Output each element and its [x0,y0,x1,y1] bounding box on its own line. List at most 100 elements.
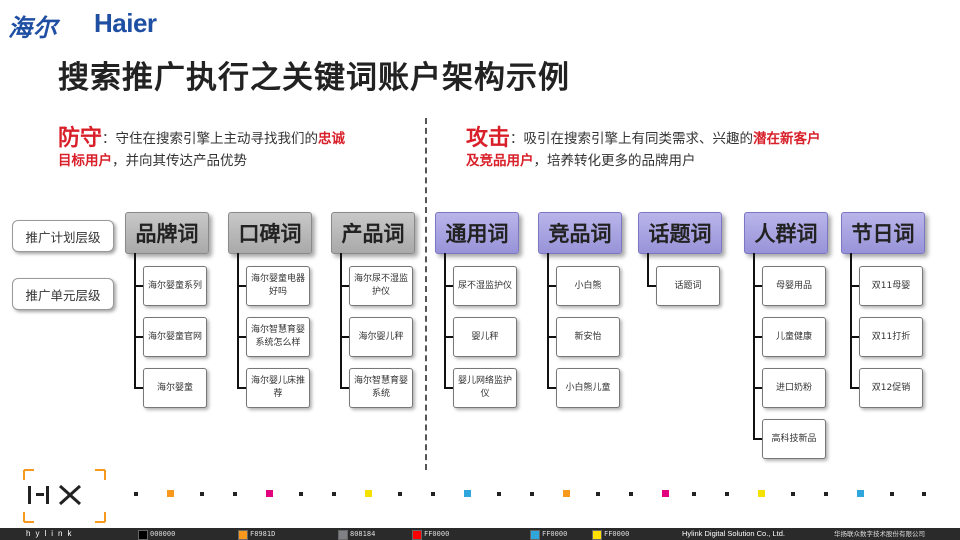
decorative-dot [431,492,435,496]
unit-keyword: 海尔婴儿秤 [349,317,413,357]
unit-keyword: 海尔婴童 [143,368,207,408]
color-code: FF0000 [424,530,450,538]
color-swatch [592,530,602,540]
defense-text-2: ，并向其传达产品优势 [112,153,247,169]
color-swatch [338,530,348,540]
decorative-dot [464,490,471,497]
plan-keyword-5: 竞品词 [538,212,622,254]
decorative-dot [725,492,729,496]
offense-text-2: ，培养转化更多的品牌用户 [533,153,696,169]
defense-highlight-1: 忠诚 [318,131,346,147]
tree-branch [547,285,556,287]
color-code: FF0000 [542,530,568,538]
color-code: F8981D [250,530,276,538]
defense-highlight-2: 目标用户 [58,153,112,169]
tree-branch [850,336,859,338]
tree-branch [850,285,859,287]
decorative-dot [791,492,795,496]
haier-logo: Haier [94,8,157,38]
tree-branch [134,285,143,287]
decorative-dot [167,490,174,497]
tree-branch [444,387,453,389]
defense-text-1: ：守住在搜索引擎上主动寻找我们的 [102,131,319,147]
decorative-dot [890,492,894,496]
plan-keyword-7: 人群词 [744,212,828,254]
unit-keyword: 尿不湿监护仪 [453,266,517,306]
tree-branch [850,387,859,389]
unit-keyword: 进口奶粉 [762,368,826,408]
tree-connector [444,253,446,388]
tree-connector [647,253,649,286]
unit-keyword: 双12促销 [859,368,923,408]
haier-chinese-logo: 海尔 [8,13,58,42]
plan-keyword-6: 话题词 [638,212,722,254]
tree-branch [444,285,453,287]
unit-keyword: 海尔婴童官网 [143,317,207,357]
tree-branch [237,336,246,338]
tree-branch [340,336,349,338]
hylink-logo-mark [23,469,106,523]
tree-connector [753,253,755,439]
offense-highlight-1: 潜在新客户 [753,131,821,147]
tree-branch [547,336,556,338]
tree-branch [444,336,453,338]
tree-branch [547,387,556,389]
plan-keyword-4: 通用词 [435,212,519,254]
tree-branch [753,387,762,389]
color-swatch [238,530,248,540]
offense-highlight-2: 及竞品用户 [466,153,534,169]
tree-branch [237,285,246,287]
color-swatch [412,530,422,540]
footer-company-en: Hylink Digital Solution Co., Ltd. [682,529,785,538]
decorative-dot [134,492,138,496]
color-code: 000000 [150,530,176,538]
unit-keyword: 高科技新品 [762,419,826,459]
decorative-dot [266,490,273,497]
tree-branch [340,285,349,287]
section-divider [425,118,427,470]
plan-keyword-2: 口碑词 [228,212,312,254]
decorative-dot [857,490,864,497]
plan-level-label: 推广计划层级 [12,220,114,252]
decorative-dot [563,490,570,497]
unit-keyword: 新安怡 [556,317,620,357]
decorative-dot [596,492,600,496]
decorative-dot [530,492,534,496]
color-code: 808184 [350,530,376,538]
decorative-dot [692,492,696,496]
decorative-dot [299,492,303,496]
tree-branch [753,336,762,338]
unit-keyword: 海尔婴童电器好吗 [246,266,310,306]
decorative-dot [922,492,926,496]
tree-branch [134,336,143,338]
tree-branch [237,387,246,389]
plan-keyword-1: 品牌词 [125,212,209,254]
unit-keyword: 海尔婴儿床推荐 [246,368,310,408]
tree-connector [340,253,342,388]
unit-keyword: 婴儿秤 [453,317,517,357]
decorative-dot [365,490,372,497]
tree-connector [134,253,136,388]
unit-keyword: 婴儿网络监护仪 [453,368,517,408]
footer-company-cn: 华扬联众数字技术股份有限公司 [834,530,925,538]
unit-keyword: 话题词 [656,266,720,306]
decorative-dot [497,492,501,496]
decorative-dot [200,492,204,496]
offense-text-1: ：吸引在搜索引擎上有同类需求、兴趣的 [510,131,754,147]
tree-branch [134,387,143,389]
unit-keyword: 小白熊 [556,266,620,306]
tree-connector [547,253,549,388]
decorative-dot [398,492,402,496]
unit-keyword: 双11母婴 [859,266,923,306]
unit-keyword: 海尔尿不湿监护仪 [349,266,413,306]
tree-branch [647,285,656,287]
defense-heading: 防守 [58,126,103,151]
defense-description: 防守：守住在搜索引擎上主动寻找我们的忠诚 目标用户，并向其传达产品优势 [58,128,410,172]
tree-connector [850,253,852,388]
color-swatch [530,530,540,540]
decorative-dot [332,492,336,496]
unit-keyword: 母婴用品 [762,266,826,306]
offense-description: 攻击：吸引在搜索引擎上有同类需求、兴趣的潜在新客户 及竞品用户，培养转化更多的品… [466,128,906,172]
tree-branch [753,438,762,440]
unit-keyword: 双11打折 [859,317,923,357]
